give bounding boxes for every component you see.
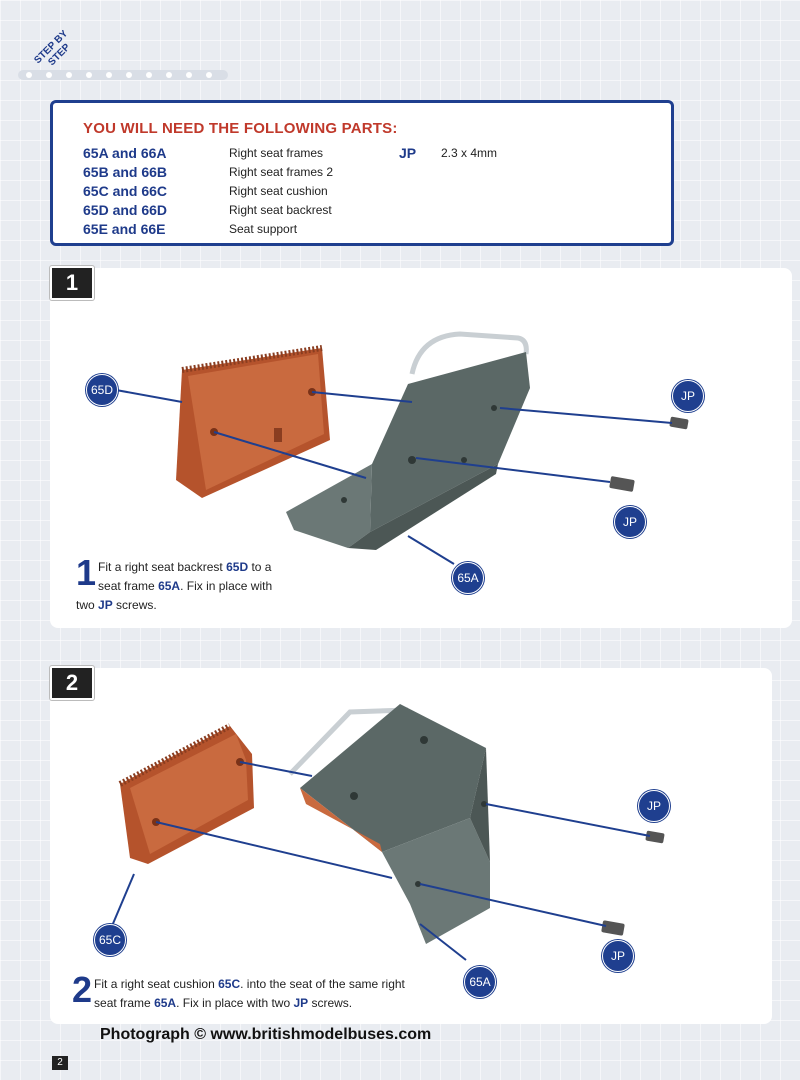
text: to a seat frame bbox=[98, 560, 272, 593]
header-dot bbox=[206, 72, 212, 78]
header-dot bbox=[46, 72, 52, 78]
callout-jp-bottom: JP bbox=[602, 940, 634, 972]
step-2-illustration bbox=[111, 704, 665, 961]
part-desc: Seat support bbox=[229, 222, 298, 236]
part-code: 65A and 66A bbox=[83, 145, 167, 161]
part-code: 65D and 66D bbox=[83, 202, 168, 218]
part-code: 65E and 66E bbox=[83, 221, 166, 237]
header-dot-bar bbox=[18, 70, 228, 80]
screw-code: JP bbox=[399, 145, 417, 161]
callout-jp-top: JP bbox=[638, 790, 670, 822]
step-2-number: 2 bbox=[72, 969, 93, 1010]
leader-lines bbox=[115, 389, 673, 565]
part-code: 65C and 66C bbox=[83, 183, 168, 199]
part-row: 65D and 66D Right seat backrest bbox=[83, 202, 643, 221]
part-desc: Right seat backrest bbox=[229, 203, 332, 217]
part-ref: 65A bbox=[158, 579, 181, 593]
header-dot bbox=[146, 72, 152, 78]
step-1-instructions: 1 Fit a right seat backrest 65D to a sea… bbox=[76, 552, 276, 615]
header-dot bbox=[166, 72, 172, 78]
part-row: 65E and 66E Seat support bbox=[83, 221, 643, 240]
callout-jp-bottom: JP bbox=[614, 506, 646, 538]
leader-lines bbox=[111, 761, 651, 961]
part-desc: Right seat cushion bbox=[229, 184, 328, 198]
page-number: 2 bbox=[52, 1056, 68, 1070]
text: Fit a right seat backrest bbox=[98, 560, 227, 574]
step-by-step-logo: STEP BY STEP bbox=[32, 30, 72, 68]
callout-65a: 65A bbox=[452, 562, 484, 594]
callout-65d: 65D bbox=[86, 374, 118, 406]
part-row: 65A and 66A Right seat frames bbox=[83, 145, 643, 164]
parts-title: YOU WILL NEED THE FOLLOWING PARTS: bbox=[83, 120, 398, 137]
photo-watermark: Photograph © www.britishmodelbuses.com bbox=[100, 1026, 432, 1043]
header-dot bbox=[126, 72, 132, 78]
part-ref: JP bbox=[98, 598, 113, 612]
screw-image bbox=[609, 416, 689, 492]
header-dot bbox=[86, 72, 92, 78]
header-dot bbox=[26, 72, 32, 78]
part-row: 65B and 66B Right seat frames 2 bbox=[83, 164, 643, 183]
text: . Fix in place with two bbox=[176, 996, 294, 1010]
part-ref: JP bbox=[293, 996, 309, 1010]
callout-65a: 65A bbox=[464, 966, 496, 998]
step-1-illustration bbox=[115, 331, 689, 565]
part-row: 65C and 66C Right seat cushion bbox=[83, 183, 643, 202]
step-2-instructions: 2 Fit a right seat cushion 65C. into the… bbox=[72, 969, 412, 1013]
text: screws. bbox=[308, 996, 353, 1010]
screw-image bbox=[601, 830, 665, 936]
header-dot bbox=[186, 72, 192, 78]
seat-frame-part-image bbox=[288, 704, 490, 944]
callout-65c: 65C bbox=[94, 924, 126, 956]
part-ref: 65A bbox=[154, 996, 177, 1010]
backrest-part-image bbox=[176, 345, 330, 498]
text: Fit a right seat cushion bbox=[94, 977, 219, 991]
step-2-badge: 2 bbox=[50, 666, 94, 700]
text: screws. bbox=[112, 598, 157, 612]
text: . into the seat of the same right seat f… bbox=[94, 977, 405, 1010]
callout-jp-top: JP bbox=[672, 380, 704, 412]
header-dot bbox=[66, 72, 72, 78]
part-desc: Right seat frames 2 bbox=[229, 165, 334, 179]
screw-desc: 2.3 x 4mm bbox=[441, 146, 498, 160]
part-desc: Right seat frames bbox=[229, 146, 324, 160]
cushion-part-image bbox=[118, 723, 254, 864]
header-dot bbox=[106, 72, 112, 78]
step-1-badge: 1 bbox=[50, 266, 94, 300]
step-1-number: 1 bbox=[76, 552, 97, 593]
parts-list-box: YOU WILL NEED THE FOLLOWING PARTS: 65A a… bbox=[50, 100, 674, 246]
part-ref: 65D bbox=[226, 560, 249, 574]
part-ref: 65C bbox=[218, 977, 241, 991]
seat-frame-part-image bbox=[286, 331, 530, 550]
part-code: 65B and 66B bbox=[83, 164, 168, 180]
text: . Fix in place with two bbox=[76, 579, 273, 612]
